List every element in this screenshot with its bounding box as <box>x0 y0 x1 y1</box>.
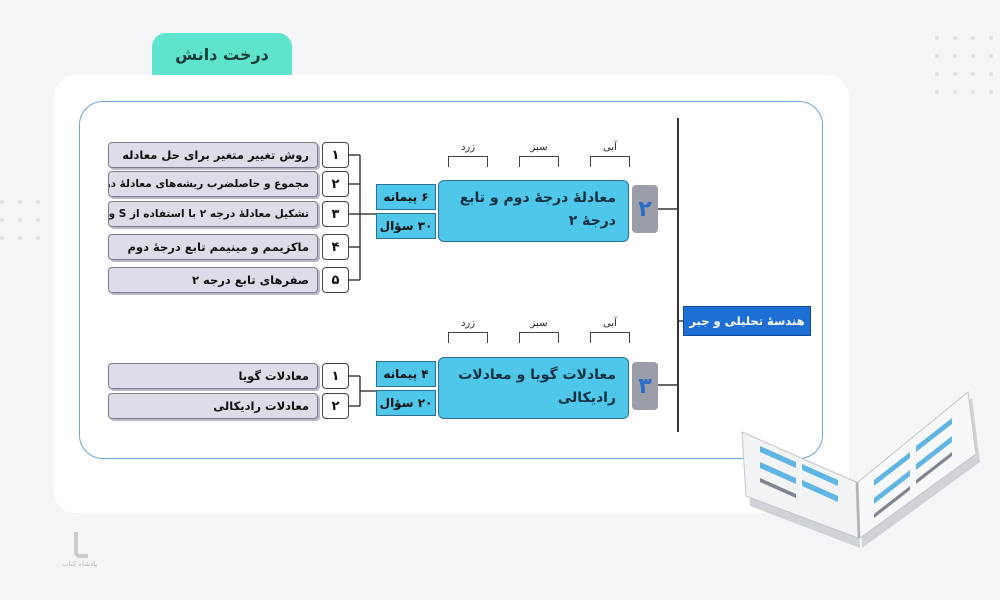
subtopic-number: ۱ <box>322 142 349 168</box>
tag-label-blue: آبی <box>603 318 617 329</box>
topic-number-2: ۲ <box>632 185 658 233</box>
subtopic-number: ۵ <box>322 267 349 293</box>
color-tag-blue <box>590 332 630 343</box>
brand-logo: پادشاه کتاب <box>62 532 106 572</box>
subtopic-label: معادلات رادیکالی <box>108 393 318 419</box>
color-tag-blue <box>590 156 630 167</box>
tag-label-green: سبز <box>530 318 548 329</box>
subtopic-label: ماکزیمم و مینیمم تابع درجهٔ دوم <box>108 234 318 260</box>
subtopic-label: مجموع و حاصلضرب ریشه‌های معادلهٔ درجه ۲ <box>108 171 318 197</box>
subtopic-number: ۲ <box>322 393 349 419</box>
subtopic-number: ۳ <box>322 201 349 227</box>
subtopic-number: ۲ <box>322 171 349 197</box>
topic-box-2: معادلهٔ درجهٔ دوم و تابع درجهٔ ۲ <box>438 180 629 242</box>
open-book-image <box>741 391 980 548</box>
subtopic-number: ۱ <box>322 363 349 389</box>
topic-number-3: ۳ <box>632 362 658 410</box>
color-tag-green <box>519 156 559 167</box>
topic-title-line1: معادلات گویا و معادلات <box>458 367 616 383</box>
topic-title-line2: رادیکالی <box>557 390 616 406</box>
topic-title-line2: درجهٔ ۲ <box>568 213 616 229</box>
section-title-tab: درخت دانش <box>152 33 292 75</box>
units-badge-3: ۴ پیمانه <box>376 361 436 387</box>
subtopic-label: صفرهای تابع درجه ۲ <box>108 267 318 293</box>
topic-title-line1: معادلهٔ درجهٔ دوم و تابع <box>459 190 616 206</box>
topic-box-3: معادلات گویا و معادلات رادیکالی <box>438 357 629 419</box>
color-tag-yellow <box>448 332 488 343</box>
units-badge-2: ۶ پیمانه <box>376 184 436 210</box>
subtopic-label: روش تغییر متغیر برای حل معادله <box>108 142 318 168</box>
tag-label-yellow: زرد <box>460 318 476 329</box>
questions-badge-3: ۲۰ سؤال <box>376 390 436 416</box>
dot-pattern-right <box>935 36 993 94</box>
brand-mark-icon <box>74 532 88 558</box>
brand-wordmark: پادشاه کتاب <box>62 560 98 568</box>
tag-label-green: سبز <box>530 142 548 153</box>
subtopic-label: تشکیل معادلهٔ درجه ۲ با استفاده از S و P <box>108 201 318 227</box>
section-title: درخت دانش <box>175 44 269 64</box>
subtopic-label: معادلات گویا <box>108 363 318 389</box>
subtopic-number: ۴ <box>322 234 349 260</box>
root-node: هندسهٔ تحلیلی و جبر <box>683 306 811 336</box>
color-tag-green <box>519 332 559 343</box>
tag-label-blue: آبی <box>603 142 617 153</box>
questions-badge-2: ۳۰ سؤال <box>376 213 436 239</box>
tag-label-yellow: زرد <box>460 142 476 153</box>
color-tag-yellow <box>448 156 488 167</box>
